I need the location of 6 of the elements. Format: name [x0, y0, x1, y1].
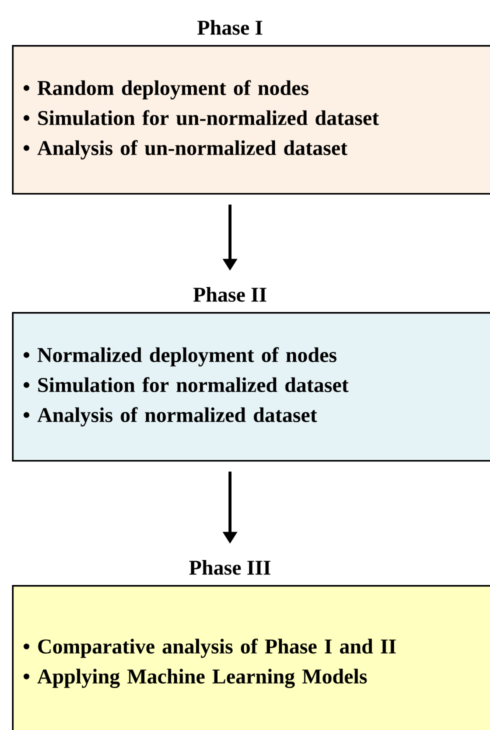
process-box: • Comparative analysis of Phase I and II • Applying Machine Learning Models	[12, 585, 490, 730]
phase-heading: Phase III	[189, 560, 270, 575]
process-box: • Random deployment of nodes • Simulation for un-normalized dataset • Analysis of un-normalized dataset	[12, 45, 490, 195]
phase-heading: Phase II	[193, 287, 266, 302]
phase-heading: Phase I	[197, 20, 262, 35]
process-box: • Normalized deployment of nodes • Simulation for normalized dataset • Analysis of normalized dataset	[12, 312, 490, 462]
